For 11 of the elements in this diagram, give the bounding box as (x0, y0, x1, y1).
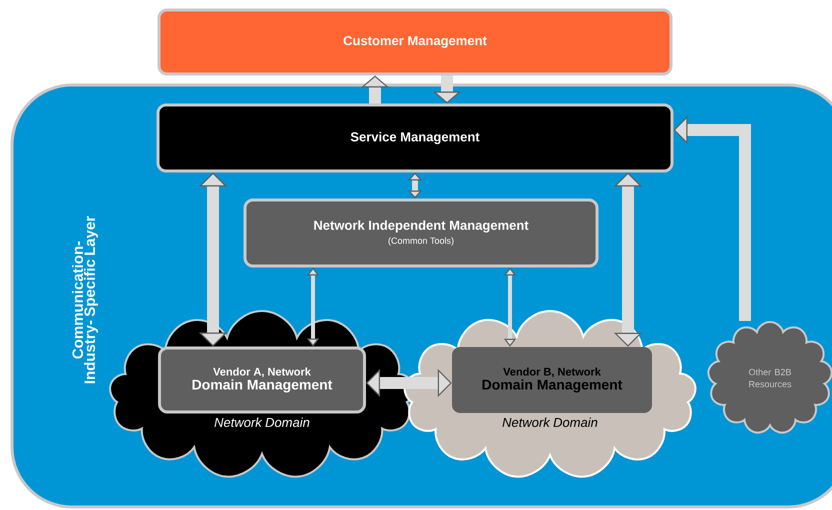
process-box: Vendor A, Network Domain Management (158, 346, 366, 414)
process-box: Customer Management (158, 8, 672, 76)
arrow (408, 172, 422, 198)
process-box: Network Independent Management (Common Tools) (244, 198, 598, 268)
process-box: Service Management (156, 104, 674, 172)
arrow (366, 368, 452, 398)
arrow (306, 268, 320, 346)
arrow (614, 172, 642, 347)
cloud: Other B2B Resources (707, 321, 832, 434)
process-box: Vendor B, Network Domain Management (452, 347, 652, 413)
arrow (198, 172, 228, 346)
